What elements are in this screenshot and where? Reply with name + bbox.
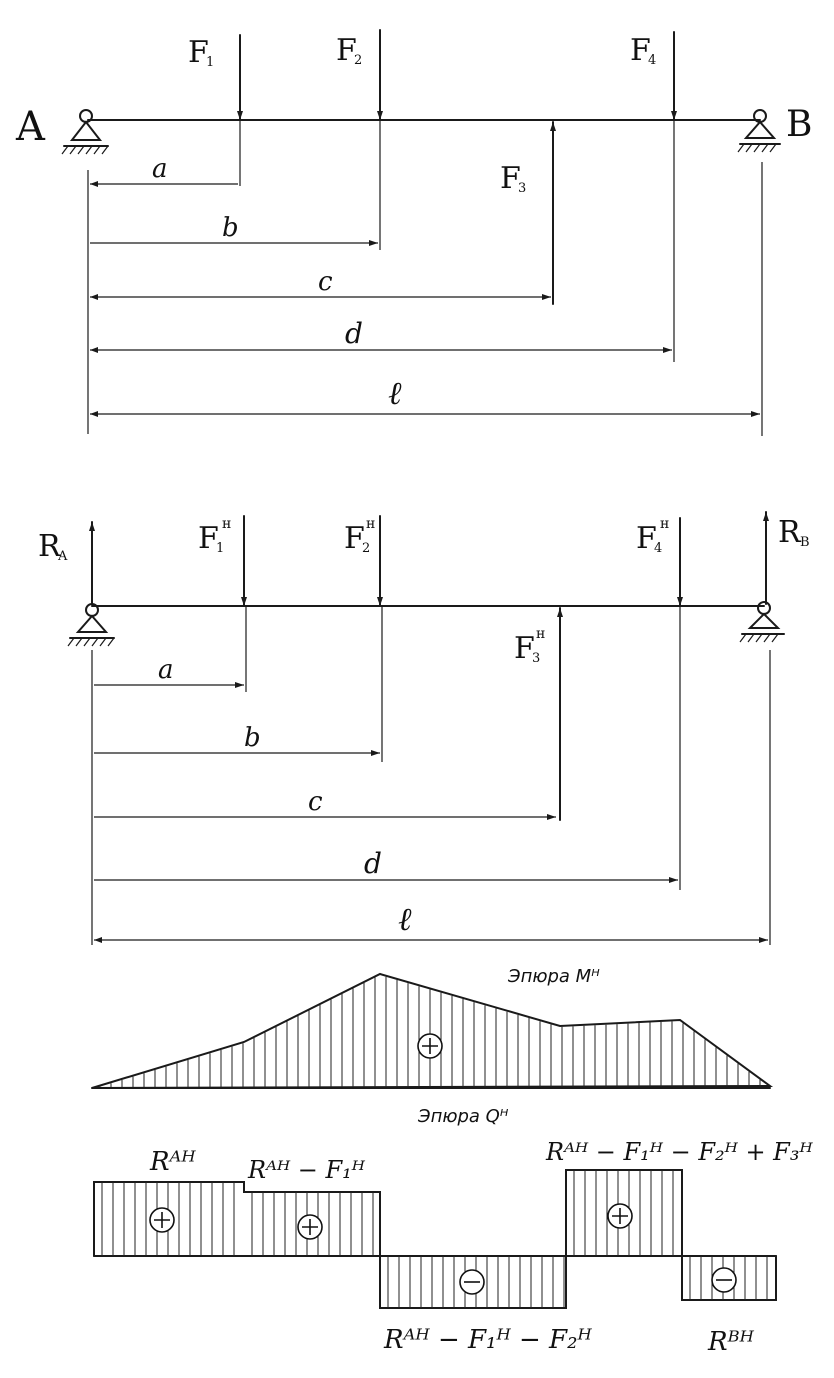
label-f2h-sub: 2	[362, 541, 370, 556]
support-right-2-icon	[739, 601, 785, 643]
label-f1h-sup: н	[222, 516, 231, 532]
label-f1h: F	[198, 521, 219, 556]
label-f2h-sup: н	[366, 516, 375, 532]
label-dim-l-1: ℓ	[388, 374, 402, 412]
label-f2h: F	[344, 521, 365, 556]
label-f4h: F	[636, 521, 657, 556]
label-f1h-sub: 1	[216, 541, 224, 556]
label-dim-d-2: d	[364, 847, 382, 880]
label-dim-a-1: a	[152, 154, 168, 184]
label-dim-a-2: a	[158, 655, 174, 685]
shear-outline	[93, 1169, 777, 1309]
label-f3h: F	[514, 631, 535, 666]
label-rb-sub: B	[800, 535, 810, 550]
label-f1-sub: 1	[206, 55, 214, 70]
label-dim-c-1: c	[318, 267, 333, 297]
support-left-2-icon	[67, 603, 115, 647]
label-q2: Rᴬᴴ − F₁ᴴ	[247, 1156, 366, 1184]
label-f1: F	[188, 35, 209, 70]
shear-diagram: Эпюра Qᴴ Rᴬᴴ Rᴬᴴ − F₁ᴴ Rᴬᴴ − F₁ᴴ − F₂ᴴ R…	[93, 1106, 813, 1357]
label-f3-sub: 3	[518, 181, 526, 196]
label-q1: Rᴬᴴ	[149, 1147, 196, 1177]
moment-diagram: Эпюра Мᴴ	[91, 966, 774, 1089]
label-dim-b-1: b	[222, 213, 239, 243]
label-f3: F	[500, 161, 521, 196]
label-f3h-sup: н	[536, 626, 545, 642]
beam-2: R A R B F 1 н F 2 н F 4 н F 3 н a b c	[38, 511, 810, 945]
moment-hatch	[99, 976, 761, 1087]
label-f2: F	[336, 33, 357, 68]
label-rb: R	[778, 515, 802, 550]
label-q5: Rᴮᴴ	[707, 1327, 755, 1357]
label-q3: Rᴬᴴ − F₁ᴴ − F₂ᴴ	[383, 1325, 593, 1355]
shear-hatch	[101, 1170, 768, 1308]
beam-1: A B F 1 F 2 F 4 F 3 a b c d ℓ	[15, 29, 812, 436]
label-q4: Rᴬᴴ − F₁ᴴ − F₂ᴴ + F₃ᴴ	[545, 1138, 813, 1166]
label-a: A	[15, 104, 46, 150]
label-f4-sub: 4	[648, 53, 656, 68]
label-f4h-sub: 4	[654, 541, 662, 556]
label-dim-l-2: ℓ	[398, 900, 412, 938]
moment-outline	[91, 972, 774, 1089]
label-f4: F	[630, 33, 651, 68]
label-dim-b-2: b	[244, 723, 261, 753]
label-dim-d-1: d	[345, 317, 363, 350]
support-b-icon	[737, 109, 781, 153]
label-epura-q: Эпюра Qᴴ	[417, 1106, 509, 1127]
label-b: B	[786, 104, 812, 145]
label-epura-m: Эпюра Мᴴ	[507, 966, 600, 987]
label-ra-sub: A	[57, 549, 68, 564]
label-f2-sub: 2	[354, 53, 362, 68]
label-f4h-sup: н	[660, 516, 669, 532]
label-f3h-sub: 3	[532, 651, 540, 666]
support-a-icon	[61, 109, 109, 155]
label-dim-c-2: c	[308, 787, 323, 817]
label-ra: R	[38, 529, 62, 564]
